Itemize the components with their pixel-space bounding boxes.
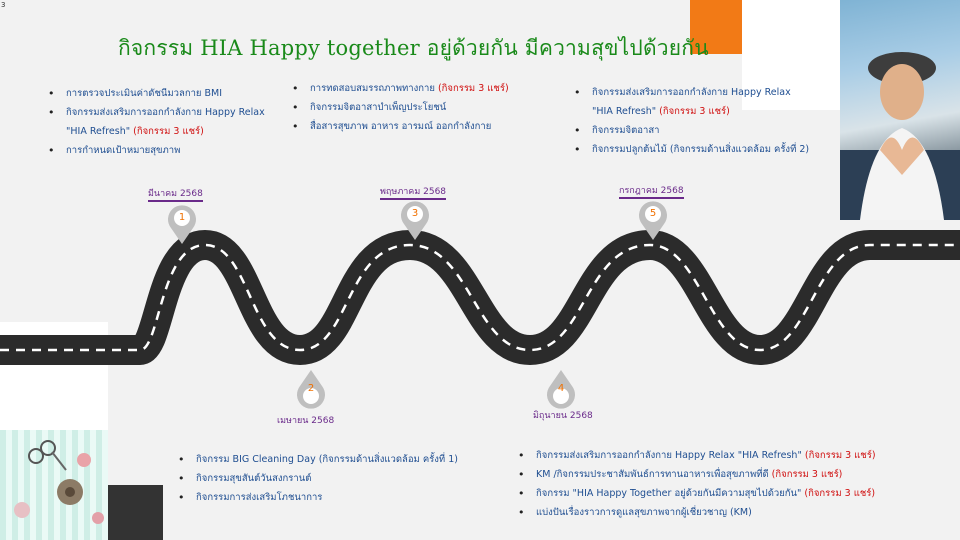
milestone-marker-1: 1: [166, 204, 198, 244]
milestone-marker-2: 2: [295, 370, 327, 409]
list-item-continuation: "HIA Refresh" (กิจกรรม 3 แชร์): [592, 106, 730, 117]
milestone-number: 3: [411, 208, 419, 219]
milestone-date-4: มิถุนายน 2568: [533, 411, 593, 421]
list-item: KM /กิจกรรมประชาสัมพันธ์การทานอาหารเพื่อ…: [518, 465, 876, 484]
milestone-marker-3: 3: [399, 200, 431, 240]
pin-icon: [297, 370, 325, 409]
list-item: กิจกรรมส่งเสริมการออกกำลังกาย Happy Rela…: [48, 103, 265, 122]
dark-corner-block: [108, 485, 163, 540]
list-item: กิจกรรม BIG Cleaning Day (กิจกรรมด้านสิ่…: [178, 450, 458, 469]
milestone-number: 5: [649, 208, 657, 219]
milestone-date-5: กรกฎาคม 2568: [619, 183, 684, 199]
list-item: การตรวจประเมินค่าดัชนีมวลกาย BMI: [48, 84, 265, 103]
craft-illustration: [14, 440, 104, 524]
list-item: กิจกรรมสุขสันต์วันสงกรานต์: [178, 469, 458, 488]
list-item: การทดสอบสมรรถภาพทางกาย (กิจกรรม 3 แชร์): [292, 79, 509, 98]
milestone-date-2: เมษายน 2568: [277, 416, 335, 426]
pin-icon: [401, 201, 429, 240]
orange-accent-block: [690, 0, 742, 54]
person-photo: [840, 0, 960, 220]
list-item: สื่อสารสุขภาพ อาหาร อารมณ์ ออกกำลังกาย: [292, 117, 509, 136]
july-activity-list: กิจกรรมส่งเสริมการออกกำลังกาย Happy Rela…: [574, 83, 809, 159]
milestone-date-1: มีนาคม 2568: [148, 186, 203, 202]
milestone-date-3: พฤษภาคม 2568: [380, 184, 447, 200]
list-item: แบ่งปันเรื่องราวการดูแลสุขภาพจากผู้เชี่ย…: [518, 503, 876, 522]
list-item: กิจกรรมจิตอาสา: [574, 121, 809, 140]
march-activity-list: การตรวจประเมินค่าดัชนีมวลกาย BMI กิจกรรม…: [48, 84, 265, 160]
milestone-number: 2: [307, 383, 315, 394]
person-photo-illustration: [840, 52, 960, 220]
milestone-marker-5: 5: [637, 200, 669, 240]
list-item-continuation: "HIA Refresh" (กิจกรรม 3 แชร์): [66, 126, 204, 137]
may-activity-list: การทดสอบสมรรถภาพทางกาย (กิจกรรม 3 แชร์) …: [292, 79, 509, 136]
list-item: กิจกรรมการส่งเสริมโภชนาการ: [178, 488, 458, 507]
list-item: กิจกรรมปลูกต้นไม้ (กิจกรรมด้านสิ่งแวดล้อ…: [574, 140, 809, 159]
craft-photo: [0, 430, 108, 540]
june-activity-list: กิจกรรมส่งเสริมการออกกำลังกาย Happy Rela…: [518, 446, 876, 522]
slide-title: กิจกรรม HIA Happy together อยู่ด้วยกัน ม…: [118, 36, 709, 60]
milestone-marker-4: 4: [545, 370, 577, 409]
list-item: กิจกรรม "HIA Happy Together อยู่ด้วยกันม…: [518, 484, 876, 503]
list-item: กิจกรรมส่งเสริมการออกกำลังกาย Happy Rela…: [574, 83, 809, 102]
pin-icon: [639, 201, 667, 240]
milestone-number: 1: [178, 212, 186, 223]
april-activity-list: กิจกรรม BIG Cleaning Day (กิจกรรมด้านสิ่…: [178, 450, 458, 507]
slide-number: 3: [1, 1, 6, 9]
list-item: การกำหนดเป้าหมายสุขภาพ: [48, 141, 265, 160]
pin-icon: [547, 370, 575, 409]
milestone-number: 4: [557, 383, 565, 394]
pin-icon: [168, 205, 196, 244]
list-item: กิจกรรมจิตอาสาบำเพ็ญประโยชน์: [292, 98, 509, 117]
list-item: กิจกรรมส่งเสริมการออกกำลังกาย Happy Rela…: [518, 446, 876, 465]
